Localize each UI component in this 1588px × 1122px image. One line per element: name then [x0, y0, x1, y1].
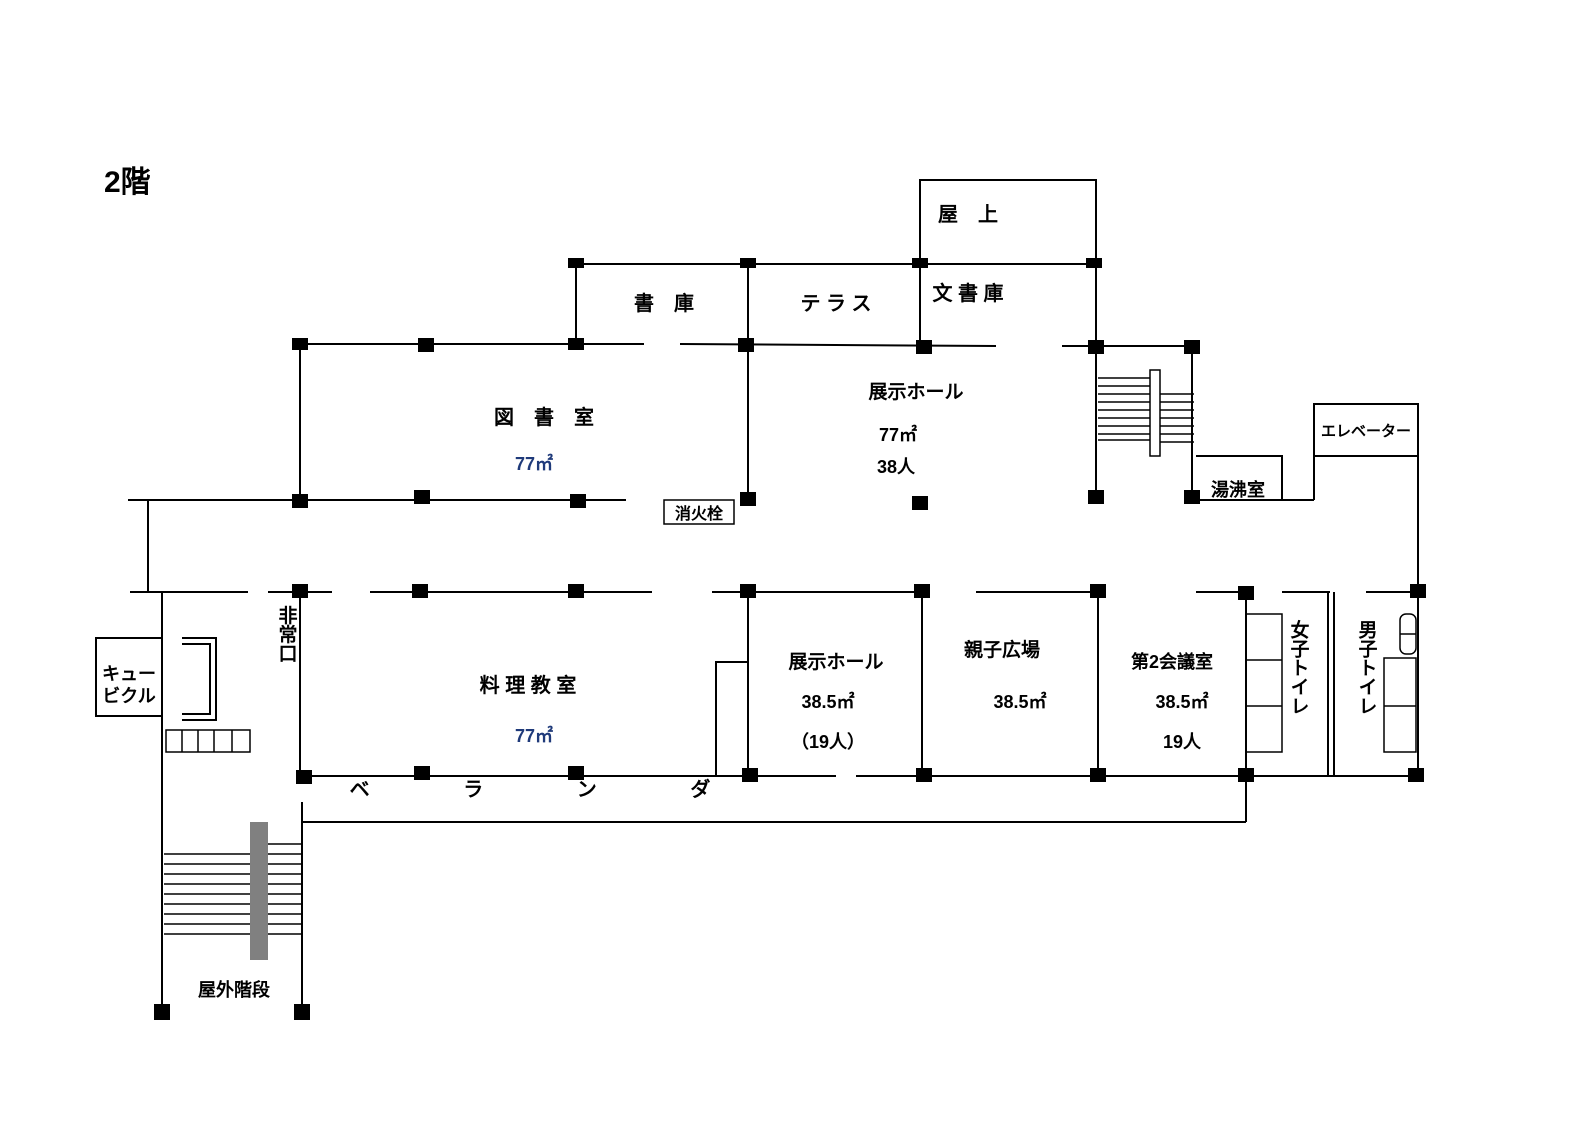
east-stair-treads	[1098, 369, 1194, 457]
mens-toilet-fixtures	[1383, 613, 1417, 753]
parent-child-plaza-label: 親子広場	[964, 638, 1040, 661]
meeting-room-2-area: 38.5㎡	[1155, 691, 1208, 712]
kettle-room-label: 湯沸室	[1211, 479, 1265, 500]
cubicle-label-line2: ビクル	[102, 686, 155, 706]
cubicle-bracket	[182, 637, 217, 721]
emergency-exit-label: 非常口	[276, 605, 298, 662]
exhibition-hall-small-capacity: （19人）	[791, 732, 865, 752]
meeting-room-2-capacity: 19人	[1163, 732, 1202, 752]
exhibition-hall-main-label: 展示ホール	[868, 381, 963, 403]
womens-toilet-stalls	[1245, 613, 1283, 753]
archive-label: 文 書 庫	[932, 281, 1003, 305]
hydrant-box	[663, 499, 735, 525]
cubicle-label-line1: キュー	[102, 664, 156, 684]
structural-pillars	[154, 258, 1426, 1020]
exhibition-hall-main-capacity: 38人	[877, 457, 916, 477]
veranda-label: ベ ラ ン ダ	[350, 777, 755, 801]
library-label: 図 書 室	[494, 405, 594, 429]
outdoor-stair-handrail	[250, 822, 268, 960]
rooftop-label: 屋 上	[938, 203, 998, 226]
library-area: 77㎡	[515, 453, 553, 474]
mens-toilet-label: 男子トイレ	[1356, 620, 1378, 715]
cooking-room-area: 77㎡	[515, 725, 553, 746]
womens-toilet-label: 女子トイレ	[1288, 619, 1310, 715]
hydrant-label: 消火栓	[675, 504, 724, 523]
parent-child-plaza-area: 38.5㎡	[993, 691, 1046, 712]
elevator-label: エレベーター	[1321, 423, 1411, 440]
floor-title: 2階	[104, 166, 151, 199]
terrace-label: テ ラ ス	[800, 293, 871, 315]
outdoor-stairs-label: 屋外階段	[198, 979, 271, 1000]
meeting-room-2-label: 第2会議室	[1131, 651, 1213, 672]
bookstore-label: 書 庫	[634, 291, 694, 315]
cooking-room-label: 料 理 教 室	[480, 673, 577, 697]
exhibition-hall-main-area: 77㎡	[879, 424, 917, 445]
exhibition-hall-small-area: 38.5㎡	[801, 691, 854, 712]
outdoor-stair-treads	[164, 843, 302, 935]
walls	[95, 179, 1424, 1012]
exhibition-hall-small-label: 展示ホール	[788, 651, 883, 673]
cubicle-step-stair	[165, 729, 251, 753]
